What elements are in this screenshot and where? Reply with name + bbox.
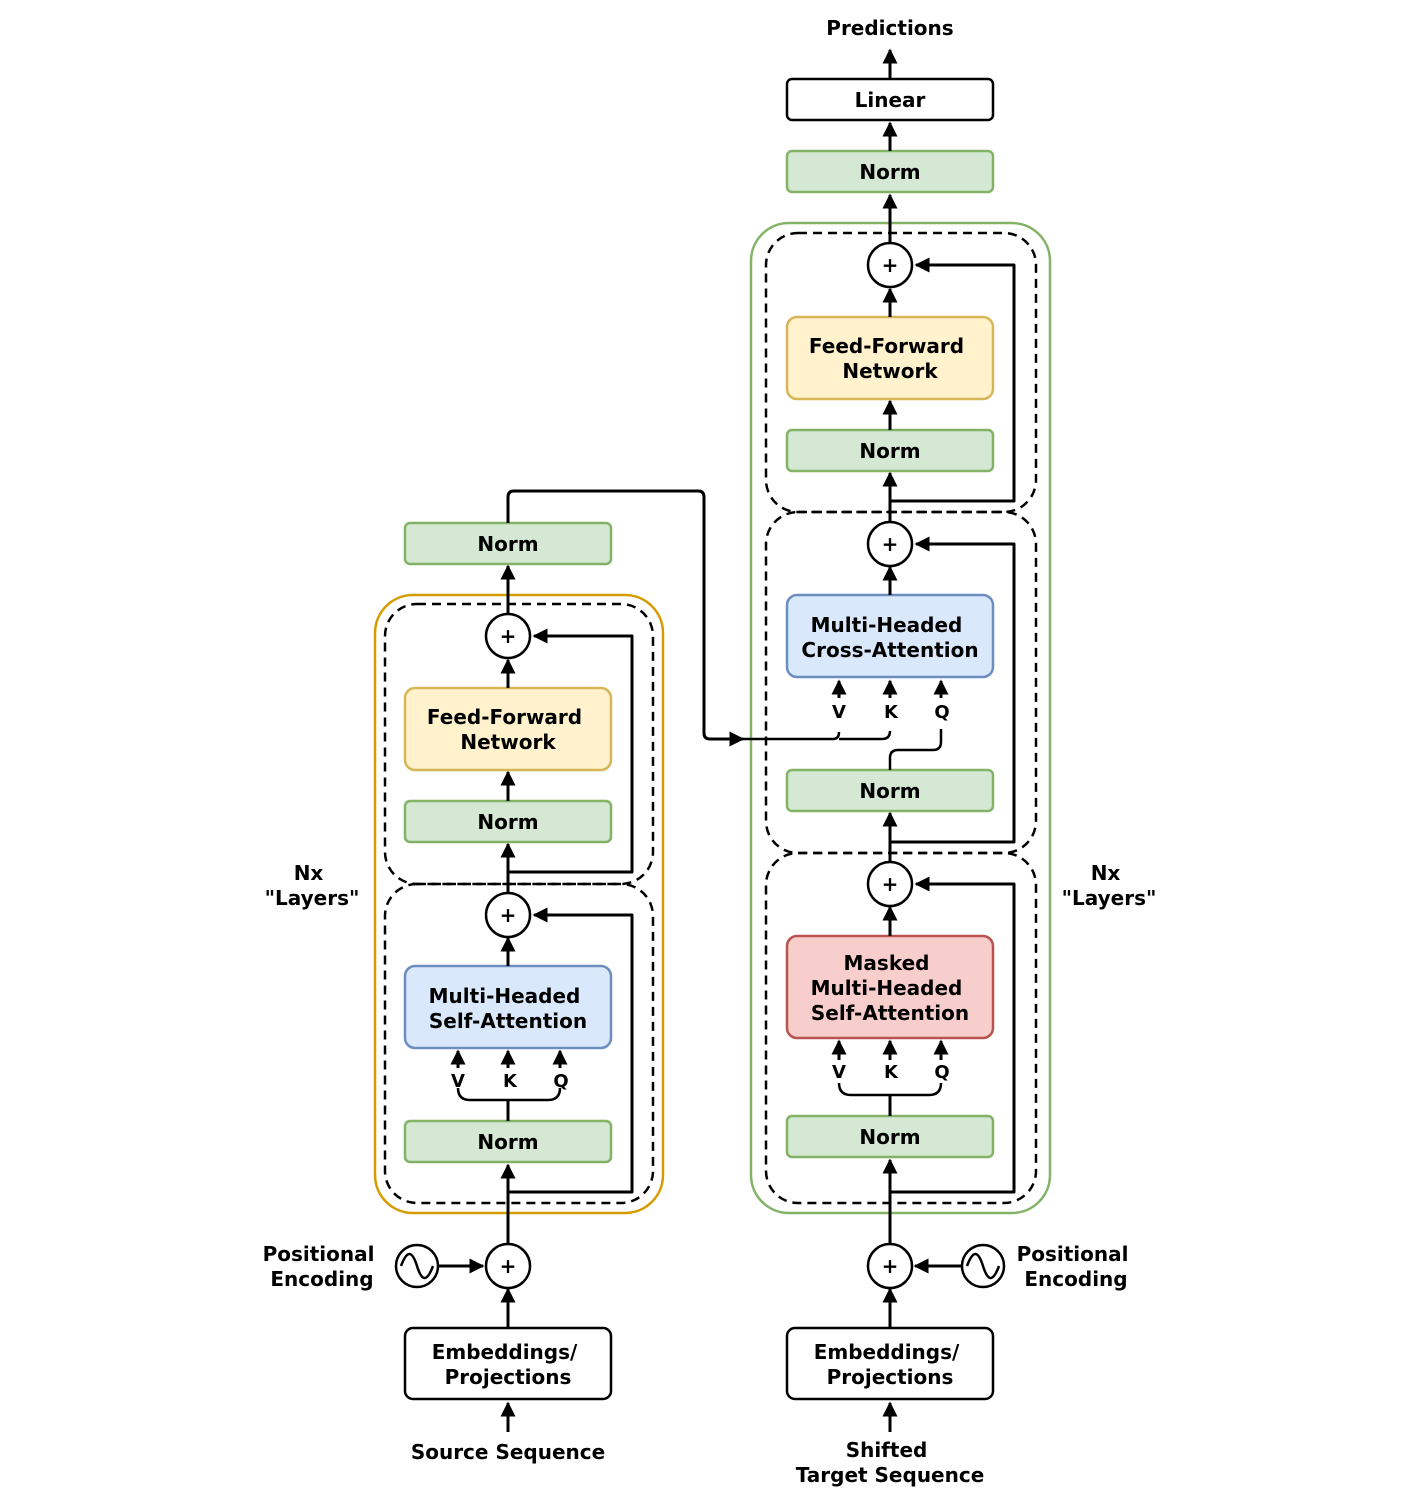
decoder-ffn-label: Feed-Forward Network (809, 334, 971, 383)
decoder-qkv2-k-label: K (884, 702, 899, 723)
decoder-final-norm-label: Norm (859, 160, 920, 184)
decoder-linear-label: Linear (855, 88, 926, 112)
decoder-layers-frame (749, 221, 1052, 1215)
decoder-qkv1-q-label: Q (934, 1062, 949, 1083)
decoder-query-connection (888, 729, 943, 770)
decoder-qkv1-v-label: V (832, 1062, 846, 1083)
encoder-ffn-sublayer-frame (383, 602, 655, 886)
encoder-ffn-box (403, 686, 613, 772)
decoder-input-label: Shifted Target Sequence (796, 1438, 985, 1487)
decoder-cross-attention-label: Multi-Headed Cross-Attention (801, 613, 978, 662)
decoder-masked-attention-label: Masked Multi-Headed Self-Attention (811, 951, 970, 1025)
encoder-add-2-symbol: + (500, 624, 517, 648)
decoder-residual-1 (890, 876, 1016, 1194)
encoder-layers-label: Nx "Layers" (265, 861, 360, 910)
decoder-residual-3 (890, 257, 1016, 503)
encoder-qkv-q-label: Q (553, 1071, 568, 1092)
encoder-input-label: Source Sequence (411, 1440, 605, 1464)
encoder-qkv-v-label: V (451, 1071, 465, 1092)
decoder-qkv2-q-label: Q (934, 702, 949, 723)
decoder-qkv2-v-label: V (832, 702, 846, 723)
encoder-self-attention-label: Multi-Headed Self-Attention (429, 984, 588, 1033)
decoder-add-1-symbol: + (882, 872, 899, 896)
encoder-final-norm-label: Norm (477, 532, 538, 556)
encoder-add-1-symbol: + (500, 903, 517, 927)
decoder-output-label: Predictions (826, 16, 953, 40)
decoder-add-3-symbol: + (882, 253, 899, 277)
encoder-add-posenc-symbol: + (500, 1254, 517, 1278)
encoder-norm-1-label: Norm (477, 1130, 538, 1154)
encoder-norm-2-label: Norm (477, 810, 538, 834)
decoder-masked-sublayer-frame (764, 851, 1038, 1205)
decoder-norm-1-label: Norm (859, 1125, 920, 1149)
encoder-memory-connection (506, 489, 745, 747)
decoder-norm-2-label: Norm (859, 779, 920, 803)
decoder-posenc-label: Positional Encoding (1017, 1242, 1136, 1291)
decoder-qkv1-brace (837, 1082, 943, 1097)
decoder-ffn-box (785, 315, 995, 401)
encoder-embeddings-label: Embeddings/ Projections (432, 1340, 585, 1389)
encoder-ffn-label: Feed-Forward Network (427, 705, 589, 754)
encoder-qkv-brace (456, 1087, 562, 1102)
decoder-ffn-sublayer-frame (764, 231, 1038, 514)
encoder-residual-1 (508, 907, 634, 1194)
decoder-cross-sublayer-frame (764, 510, 1038, 855)
decoder-residual-2 (890, 536, 1016, 844)
encoder-sine-wave-curve (399, 1252, 435, 1280)
encoder-posenc-label: Positional Encoding (263, 1242, 382, 1291)
decoder-stack: Shifted Target Sequence Embeddings/ Proj… (743, 16, 1156, 1487)
decoder-add-2-symbol: + (882, 532, 899, 556)
encoder-residual-2 (508, 628, 634, 874)
decoder-embeddings-label: Embeddings/ Projections (814, 1340, 967, 1389)
decoder-sine-wave-curve (965, 1252, 1001, 1280)
decoder-add-posenc-symbol: + (882, 1254, 899, 1278)
encoder-stack: Source Sequence Embeddings/ Projections … (263, 521, 665, 1464)
encoder-attention-sublayer-frame (383, 882, 655, 1205)
encoder-qkv-k-label: K (503, 1071, 518, 1092)
decoder-norm-3-label: Norm (859, 439, 920, 463)
decoder-layers-label: Nx "Layers" (1062, 861, 1157, 910)
decoder-memory-brace (743, 730, 892, 741)
decoder-qkv1-k-label: K (884, 1062, 899, 1083)
encoder-layers-frame (373, 593, 665, 1215)
